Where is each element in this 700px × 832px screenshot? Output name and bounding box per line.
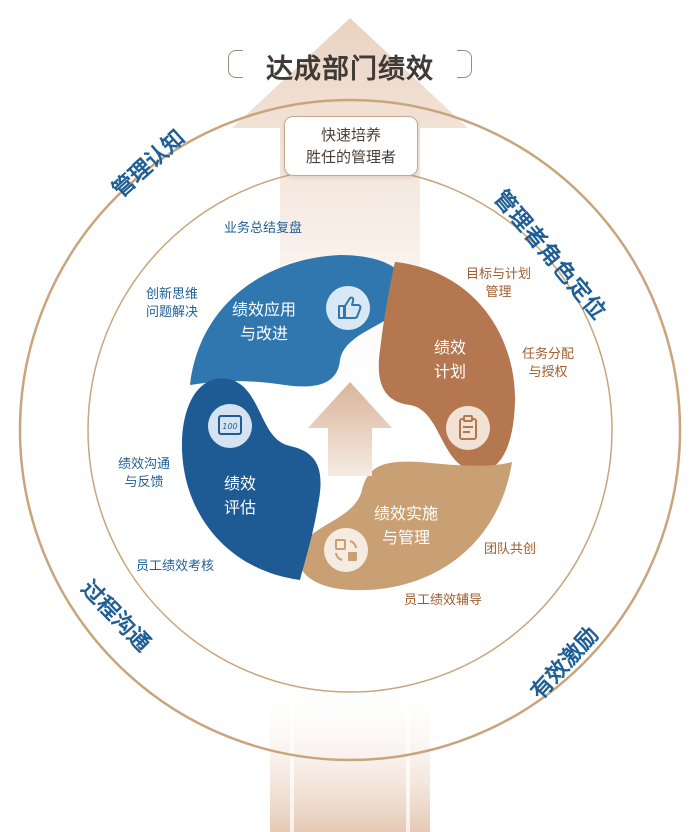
label-communication-2: 与反馈 [124,475,164,490]
label-coaching: 员工绩效辅导 [404,593,483,608]
label-innovation-2: 问题解决 [146,305,199,320]
label-delegate-1: 任务分配 [522,347,575,362]
petal-plan-line-1: 绩效 [434,338,467,357]
label-delegate: 任务分配 与授权 [522,346,574,382]
label-communication-1: 绩效沟通 [118,457,171,472]
score-board-icon: 100 [208,404,252,448]
petal-evaluate-line-2: 评估 [224,498,257,517]
label-innovation-1: 创新思维 [146,287,199,302]
title-bracket-left [228,50,243,78]
center-up-arrow [308,382,392,476]
label-goal-plan-1: 目标与计划 [466,267,532,282]
title-frame: 达成部门绩效 [228,40,472,92]
score-text: 100 [222,422,237,431]
petal-execute-line-2: 与管理 [382,528,431,547]
title-bracket-right [457,50,472,78]
petal-execute-text: 绩效实施 与管理 [374,502,438,550]
petal-evaluate-line-1: 绩效 [224,474,257,493]
petal-plan-line-2: 计划 [434,362,467,381]
transform-icon [324,528,368,572]
petal-evaluate-text: 绩效 评估 [224,472,256,520]
petal-execute-line-1: 绩效实施 [374,504,439,523]
goal-line-2: 胜任的管理者 [305,148,396,166]
goal-line-1: 快速培养 [320,126,381,144]
label-review: 业务总结复盘 [224,221,303,236]
thumbs-up-icon [326,286,370,330]
label-appraisal: 员工绩效考核 [136,559,215,574]
page-title: 达成部门绩效 [266,53,434,85]
outer-ring [18,98,682,762]
petal-apply-line-1: 绩效应用 [232,300,297,319]
goal-box: 快速培养 胜任的管理者 [284,116,418,176]
label-team: 团队共创 [484,542,537,557]
label-communication: 绩效沟通 与反馈 [118,456,170,492]
label-innovation: 创新思维 问题解决 [146,286,198,322]
label-goal-plan: 目标与计划 管理 [466,266,531,302]
petal-plan-text: 绩效 计划 [434,336,466,384]
petal-apply-line-2: 与改进 [240,324,289,343]
label-goal-plan-2: 管理 [485,285,512,300]
clipboard-icon [446,406,490,450]
label-delegate-2: 与授权 [528,365,568,380]
petal-apply-text: 绩效应用 与改进 [232,298,296,346]
